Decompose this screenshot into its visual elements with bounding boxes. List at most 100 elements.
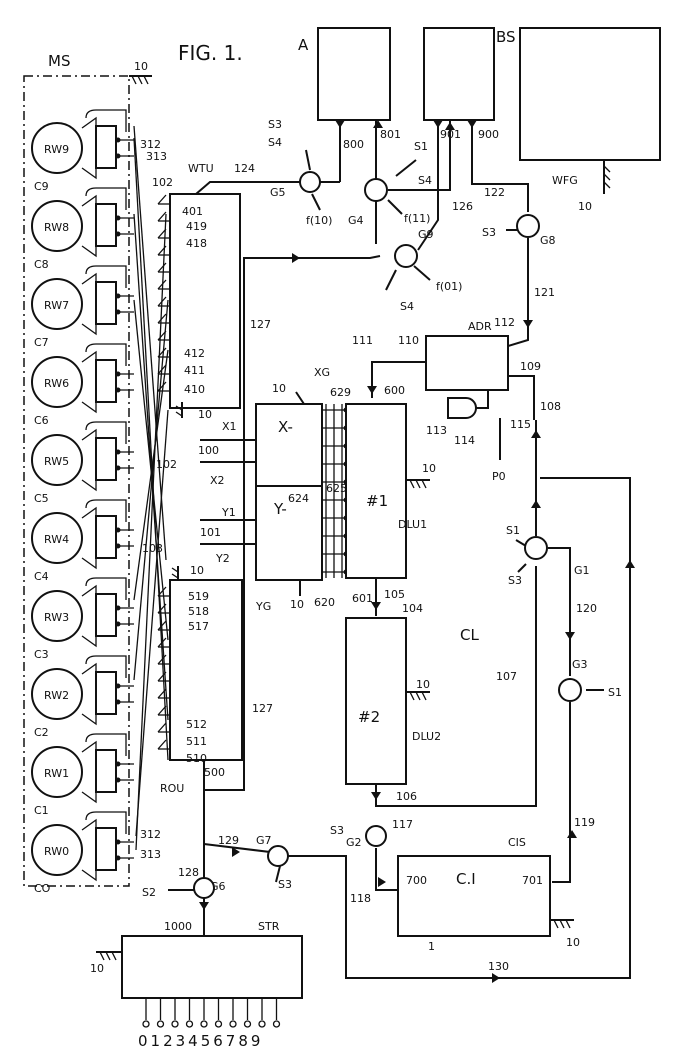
head-node [115, 527, 121, 533]
arrowhead [492, 973, 500, 983]
yg-label: YG [255, 600, 271, 613]
cis-label: CIS [508, 836, 526, 849]
wtu-switch [157, 262, 170, 273]
head-disc [31, 434, 83, 486]
head-disc [31, 200, 83, 252]
arrowhead [523, 320, 533, 328]
str-output-pin [156, 998, 165, 1028]
ref-121: 121 [534, 286, 555, 299]
str-outputs [142, 998, 281, 1028]
g9-f01: f(01) [436, 280, 462, 293]
ref-108: 108 [540, 400, 561, 413]
wtu-switch [157, 381, 170, 392]
y2-label: Y2 [215, 552, 230, 565]
str-digits: 0123456789 [138, 1032, 263, 1050]
head-lead [85, 187, 127, 210]
ref-10-ms: 10 [134, 60, 148, 73]
head-label: RW8 [44, 221, 69, 234]
head-lead [85, 421, 127, 444]
head-node [115, 683, 121, 689]
ref-126: 126 [452, 200, 473, 213]
ref-312-bot: 312 [140, 828, 161, 841]
ground-ms [129, 75, 152, 85]
wtu-switch [157, 347, 170, 358]
head-node [115, 309, 121, 315]
ref-10-wfg: 10 [578, 200, 592, 213]
head-disc [31, 356, 83, 408]
ref-111: 111 [352, 334, 373, 347]
head-coil [95, 749, 117, 793]
ground-rou [171, 566, 179, 580]
g8-s3: S3 [482, 226, 496, 239]
head-label: RW1 [44, 767, 69, 780]
g4-f11: f(11) [404, 212, 430, 225]
ref-10-ci: 10 [566, 936, 580, 949]
ref-113: 113 [426, 424, 447, 437]
g3-label: G3 [572, 658, 588, 671]
rou-switch [157, 705, 170, 716]
ref-601: 601 [352, 592, 373, 605]
head-node [115, 137, 121, 143]
rou-switch [157, 722, 170, 733]
head-yoke [81, 272, 97, 336]
block-bs-label: BS [496, 28, 516, 46]
ref-500: 500 [204, 766, 225, 779]
head-node [115, 699, 121, 705]
head-c-label: C5 [34, 492, 49, 505]
ref-511: 511 [186, 735, 207, 748]
g9-label: G9 [418, 228, 434, 241]
dlu1-block [345, 403, 407, 579]
wtu-switch [157, 194, 170, 205]
wtu-switch [157, 296, 170, 307]
line-108 [508, 375, 535, 420]
head-yoke [81, 350, 97, 414]
wtu-label: WTU [188, 162, 214, 175]
block-wfg [519, 27, 661, 161]
head-label: RW0 [44, 845, 69, 858]
wtu-switches [157, 194, 170, 392]
ref-101: 101 [200, 526, 221, 539]
arrowhead [567, 830, 577, 838]
gate-g7 [267, 845, 289, 867]
ref-411: 411 [184, 364, 205, 377]
head-coil [95, 203, 117, 247]
head-lead [85, 655, 127, 678]
head-coil [95, 515, 117, 559]
rou-switch [157, 654, 170, 665]
ref-519: 519 [188, 590, 209, 603]
head-yoke [81, 506, 97, 570]
p0-label: P0 [492, 470, 506, 483]
head-node [115, 449, 121, 455]
ref-117: 117 [392, 818, 413, 831]
head-label: RW4 [44, 533, 69, 546]
ground-dlu2 [406, 691, 430, 701]
head-coil [95, 671, 117, 715]
ref-10-rou: 10 [190, 564, 204, 577]
ref-102-mid: 102 [156, 458, 177, 471]
head-lead [85, 499, 127, 522]
ref-510: 510 [186, 752, 207, 765]
ref-107: 107 [496, 670, 517, 683]
str-output-pin [272, 998, 281, 1028]
arrowhead [371, 792, 381, 800]
str-output-pin [214, 998, 223, 1028]
arrowhead [292, 253, 300, 263]
head-node [115, 855, 121, 861]
str-block [121, 935, 303, 999]
ref-110: 110 [398, 334, 419, 347]
str-label: STR [258, 920, 280, 933]
line-g4-right [388, 120, 451, 191]
ground-ci [550, 919, 574, 929]
xy-inputs [200, 439, 256, 545]
gate-circles [193, 171, 582, 899]
head-yoke [81, 740, 97, 804]
line-130 [288, 477, 631, 979]
ref-800: 800 [343, 138, 364, 151]
x-label: X- [278, 418, 293, 436]
ref-1: 1 [428, 940, 435, 953]
ref-129: 129 [218, 834, 239, 847]
